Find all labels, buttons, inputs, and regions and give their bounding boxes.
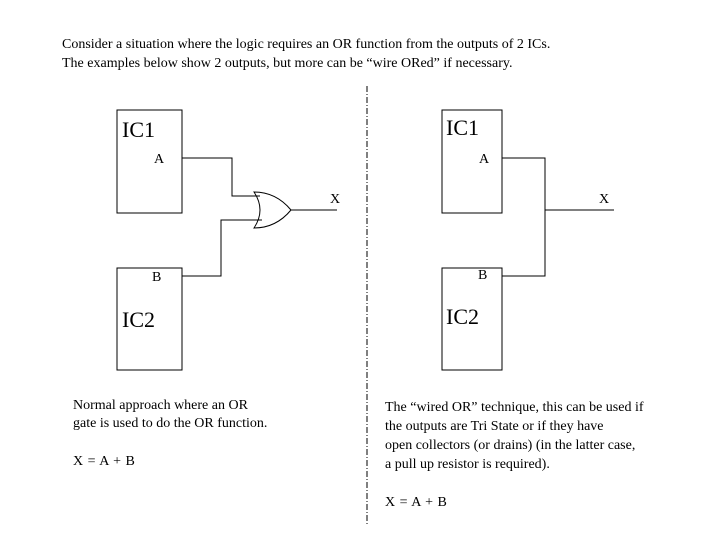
intro-line-1: Consider a situation where the logic req… xyxy=(62,37,551,52)
right-caption-line-4: a pull up resistor is required). xyxy=(385,457,550,472)
left-ic2-label: IC2 xyxy=(122,307,155,332)
right-wire-a xyxy=(502,157,546,277)
right-caption-line-2: the outputs are Tri State or if they hav… xyxy=(385,419,604,434)
right-equation: X = A + B xyxy=(385,495,447,510)
left-equation: X = A + B xyxy=(73,454,135,469)
left-ic1-box xyxy=(116,109,183,214)
intro-line-2: The examples below show 2 outputs, but m… xyxy=(62,56,513,71)
right-ic1-box xyxy=(441,109,503,214)
left-pin-b-label: B xyxy=(152,270,162,285)
right-caption-line-1: The “wired OR” technique, this can be us… xyxy=(385,400,644,415)
left-wire-b xyxy=(182,219,262,277)
right-output-x-label: X xyxy=(599,192,610,207)
left-caption-line-2: gate is used to do the OR function. xyxy=(73,416,268,431)
or-gate xyxy=(253,191,292,229)
right-pin-b-label: B xyxy=(478,268,488,283)
right-ic1-label: IC1 xyxy=(446,115,479,140)
left-ic1-label: IC1 xyxy=(122,117,155,142)
right-ic2-label: IC2 xyxy=(446,304,479,329)
left-pin-a-label: A xyxy=(154,152,165,167)
left-caption-line-1: Normal approach where an OR xyxy=(73,398,248,413)
right-caption-line-3: open collectors (or drains) (in the latt… xyxy=(385,438,636,453)
left-ic2-box xyxy=(116,267,183,371)
left-wire-a xyxy=(182,157,260,197)
left-output-x-label: X xyxy=(330,192,341,207)
right-pin-a-label: A xyxy=(479,152,490,167)
right-ic2-box xyxy=(441,267,503,371)
